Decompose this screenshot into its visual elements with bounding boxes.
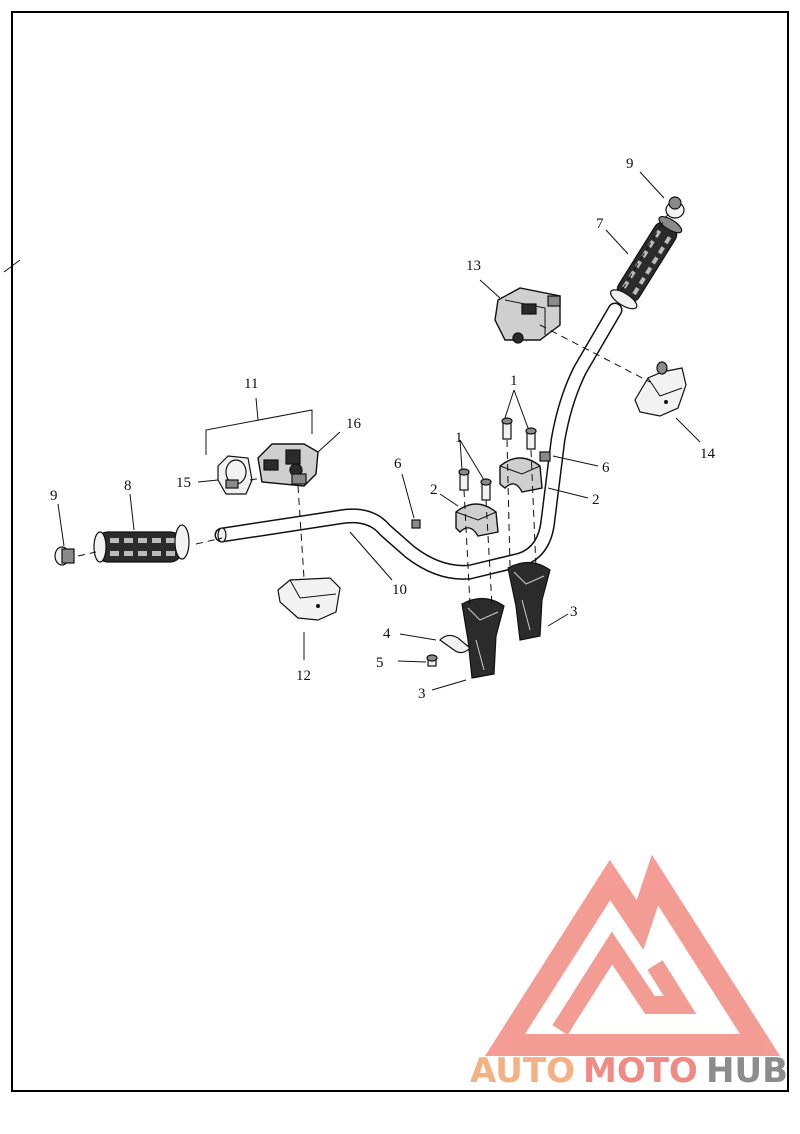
callout-9: 9 — [626, 156, 634, 172]
right-switch-housing-upper — [494, 287, 561, 344]
riser-right — [507, 561, 551, 641]
corner-mark — [3, 259, 21, 273]
right-switch-housing-lower — [634, 361, 687, 417]
callout-10: 10 — [392, 582, 407, 598]
callout-5: 5 — [376, 655, 384, 671]
watermark-hub: HUB — [706, 1051, 788, 1091]
callout-14: 14 — [700, 446, 716, 462]
callout-4: 4 — [383, 626, 391, 642]
watermark-moto: MOTO — [583, 1051, 698, 1091]
wire-clip-left — [411, 519, 421, 529]
callout-7: 7 — [596, 216, 604, 232]
riser-clamp-top-right — [499, 457, 543, 493]
left-switch-housing-16 — [257, 443, 319, 487]
left-end-weight — [54, 546, 75, 566]
callout-16: 16 — [346, 416, 362, 432]
alignment-lines — [77, 213, 669, 607]
callout-1: 1 — [510, 373, 518, 389]
screw-5 — [426, 654, 438, 667]
riser-left — [461, 597, 505, 679]
callout-labels: 1 1 2 2 3 3 4 5 6 6 7 8 9 9 10 11 12 13 … — [50, 156, 716, 702]
callout-2: 2 — [592, 492, 600, 508]
callout-1: 1 — [455, 430, 463, 446]
right-grip — [609, 215, 683, 310]
watermark-auto: AUTO — [470, 1051, 575, 1091]
wire-clip-right — [539, 451, 551, 462]
leader-lines — [57, 171, 701, 691]
riser-clamp-top-left — [455, 503, 499, 537]
callout-3: 3 — [570, 604, 578, 620]
callout-9: 9 — [50, 488, 58, 504]
right-end-weight — [665, 196, 685, 219]
drawing-frame — [11, 11, 789, 1092]
callout-13: 13 — [466, 258, 481, 274]
left-switch-housing-lower — [277, 577, 341, 621]
handlebar — [214, 302, 623, 580]
callout-6: 6 — [602, 460, 610, 476]
watermark-text: AUTO MOTO HUB — [470, 1051, 788, 1091]
left-grip — [93, 524, 190, 563]
callout-12: 12 — [296, 668, 311, 684]
wire-clip-4 — [439, 634, 471, 654]
callout-15: 15 — [176, 475, 191, 491]
watermark-logo — [484, 854, 781, 1056]
callout-2: 2 — [430, 482, 438, 498]
callout-6: 6 — [394, 456, 402, 472]
left-switch-housing-15 — [217, 455, 253, 495]
callout-3: 3 — [418, 686, 426, 702]
callout-8: 8 — [124, 478, 132, 494]
clamp-bolts — [458, 417, 537, 501]
callout-11: 11 — [244, 376, 258, 392]
